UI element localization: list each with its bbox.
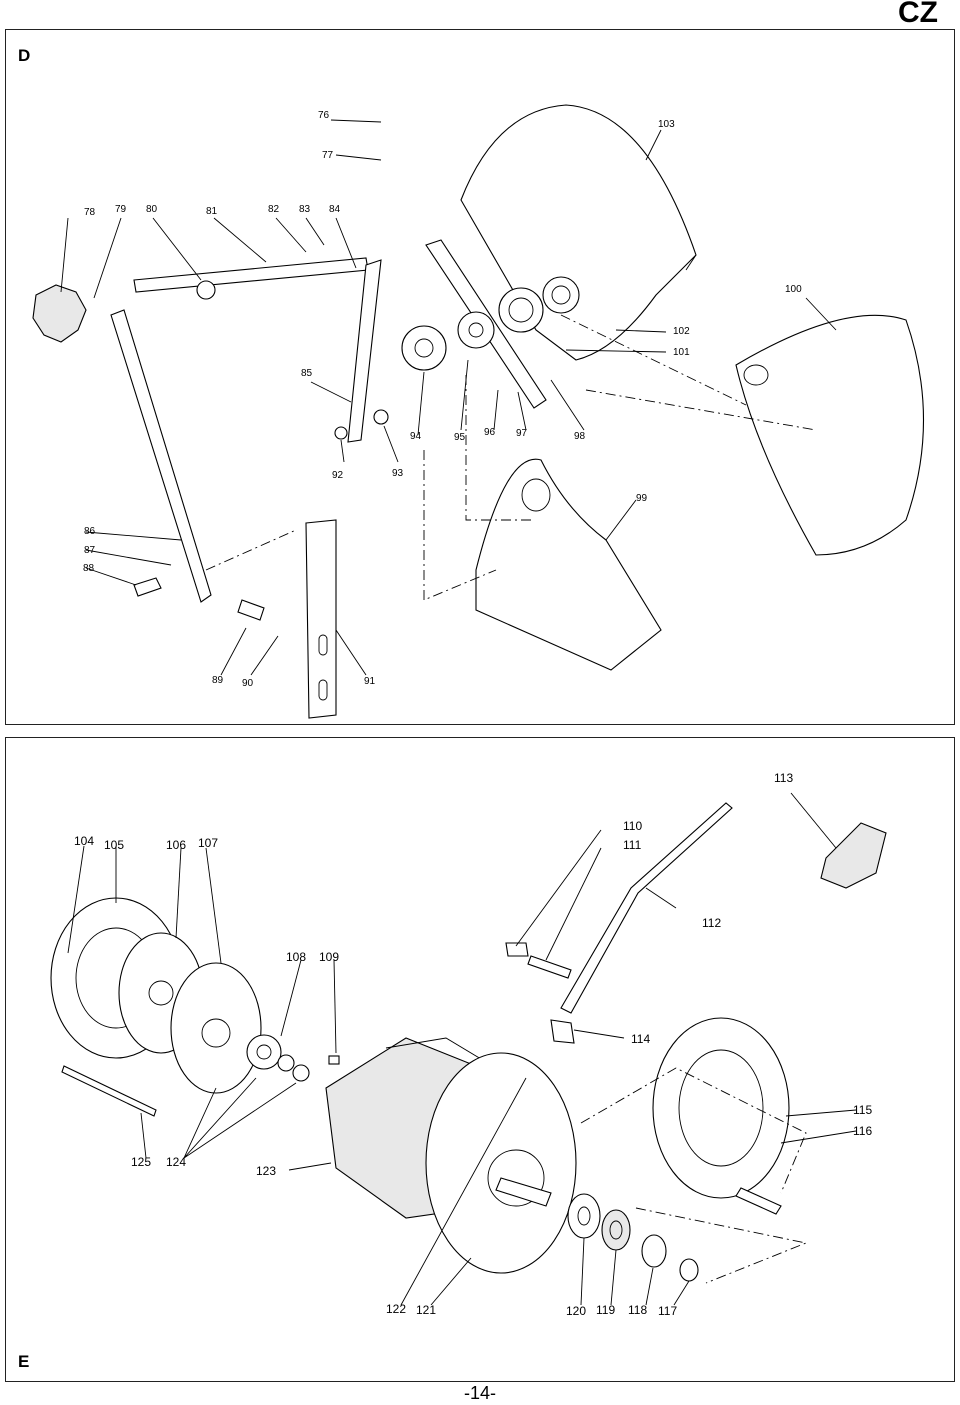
guard-lower bbox=[475, 458, 662, 671]
plug-113 bbox=[820, 822, 887, 889]
diagram-panel-e: E bbox=[5, 737, 955, 1382]
label-107: 107 bbox=[198, 836, 218, 850]
label-105: 105 bbox=[104, 838, 124, 852]
label-76: 76 bbox=[318, 110, 330, 121]
bearing-108 bbox=[246, 1034, 282, 1070]
label-106: 106 bbox=[166, 838, 186, 852]
label-96: 96 bbox=[484, 427, 496, 438]
link-arm-top bbox=[133, 257, 369, 293]
rod-112 bbox=[560, 802, 733, 1014]
label-118: 118 bbox=[628, 1303, 647, 1317]
tie-bolt bbox=[61, 1065, 157, 1117]
label-98: 98 bbox=[574, 431, 586, 442]
label-108: 108 bbox=[286, 950, 306, 964]
bracket-plate bbox=[305, 519, 337, 719]
label-93: 93 bbox=[392, 468, 404, 479]
label-116: 116 bbox=[853, 1124, 872, 1138]
washer-94 bbox=[401, 325, 447, 371]
bolt-116 bbox=[735, 1187, 782, 1215]
label-80: 80 bbox=[146, 204, 158, 215]
label-109: 109 bbox=[319, 950, 339, 964]
bolt-89 bbox=[237, 599, 265, 621]
label-81: 81 bbox=[206, 206, 218, 217]
label-97: 97 bbox=[516, 428, 528, 439]
label-119: 119 bbox=[596, 1303, 615, 1317]
label-94: 94 bbox=[410, 431, 422, 442]
label-113: 113 bbox=[774, 771, 793, 785]
label-77: 77 bbox=[322, 150, 334, 161]
washer-80 bbox=[196, 280, 216, 300]
label-101: 101 bbox=[673, 347, 690, 358]
nut-114 bbox=[550, 1019, 575, 1044]
cover-plate bbox=[735, 314, 924, 556]
label-95: 95 bbox=[454, 432, 466, 443]
label-78: 78 bbox=[84, 207, 96, 218]
label-115: 115 bbox=[853, 1103, 872, 1117]
label-117: 117 bbox=[658, 1304, 677, 1318]
panel-letter-e: E bbox=[18, 1352, 30, 1371]
label-89: 89 bbox=[212, 675, 224, 686]
bolt-92 bbox=[334, 426, 348, 440]
washer-102 bbox=[498, 287, 544, 333]
label-99: 99 bbox=[636, 493, 648, 504]
guard-housing bbox=[460, 104, 697, 361]
link-arm-long bbox=[110, 309, 212, 603]
panel-letter-d: D bbox=[18, 46, 31, 65]
end-shield-front bbox=[425, 1052, 577, 1274]
label-110: 110 bbox=[623, 819, 642, 833]
diagram-panel-d: D bbox=[5, 29, 955, 725]
exploded-view-d: 76 77 78 79 80 81 82 83 84 85 86 87 88 8… bbox=[32, 104, 924, 719]
key-109 bbox=[328, 1055, 340, 1065]
label-79: 79 bbox=[115, 204, 127, 215]
label-91: 91 bbox=[364, 676, 376, 687]
label-84: 84 bbox=[329, 204, 341, 215]
label-92: 92 bbox=[332, 470, 344, 481]
bearing-120 bbox=[567, 1193, 601, 1239]
nut-117 bbox=[679, 1258, 699, 1282]
fitting-110 bbox=[505, 942, 529, 957]
label-114: 114 bbox=[631, 1032, 650, 1046]
washer-95 bbox=[457, 311, 495, 349]
label-123: 123 bbox=[256, 1164, 276, 1178]
bearing-101 bbox=[542, 276, 580, 314]
label-86: 86 bbox=[84, 526, 96, 537]
end-shield-rear bbox=[170, 962, 262, 1094]
label-90: 90 bbox=[242, 678, 254, 689]
page-number: -14- bbox=[463, 1383, 496, 1403]
label-104: 104 bbox=[74, 834, 94, 848]
bolt-88 bbox=[133, 577, 162, 597]
label-102: 102 bbox=[673, 326, 690, 337]
label-112: 112 bbox=[702, 916, 721, 930]
label-87: 87 bbox=[84, 545, 96, 556]
label-120: 120 bbox=[566, 1304, 586, 1318]
label-82: 82 bbox=[268, 204, 280, 215]
label-88: 88 bbox=[83, 563, 95, 574]
label-100: 100 bbox=[785, 284, 802, 295]
washer-93 bbox=[373, 409, 389, 425]
link-arm-mid bbox=[347, 259, 382, 443]
star-knob bbox=[32, 284, 87, 343]
label-122: 122 bbox=[386, 1302, 406, 1316]
label-125: 125 bbox=[131, 1155, 151, 1169]
bearing-119 bbox=[601, 1209, 631, 1251]
label-111: 111 bbox=[623, 838, 642, 852]
label-124: 124 bbox=[166, 1155, 186, 1169]
label-121: 121 bbox=[416, 1303, 436, 1317]
exploded-view-e: 113 104 105 106 107 108 109 110 111 112 … bbox=[50, 771, 887, 1318]
flange-plate bbox=[652, 1017, 790, 1199]
washer-124a bbox=[277, 1054, 295, 1072]
gear-118 bbox=[641, 1234, 667, 1268]
motor-shaft bbox=[495, 1177, 552, 1207]
label-83: 83 bbox=[299, 204, 311, 215]
label-85: 85 bbox=[301, 368, 313, 379]
fitting-111 bbox=[527, 955, 572, 979]
language-code: CZ bbox=[898, 0, 938, 29]
washer-124b bbox=[292, 1064, 310, 1082]
label-103: 103 bbox=[658, 119, 675, 130]
